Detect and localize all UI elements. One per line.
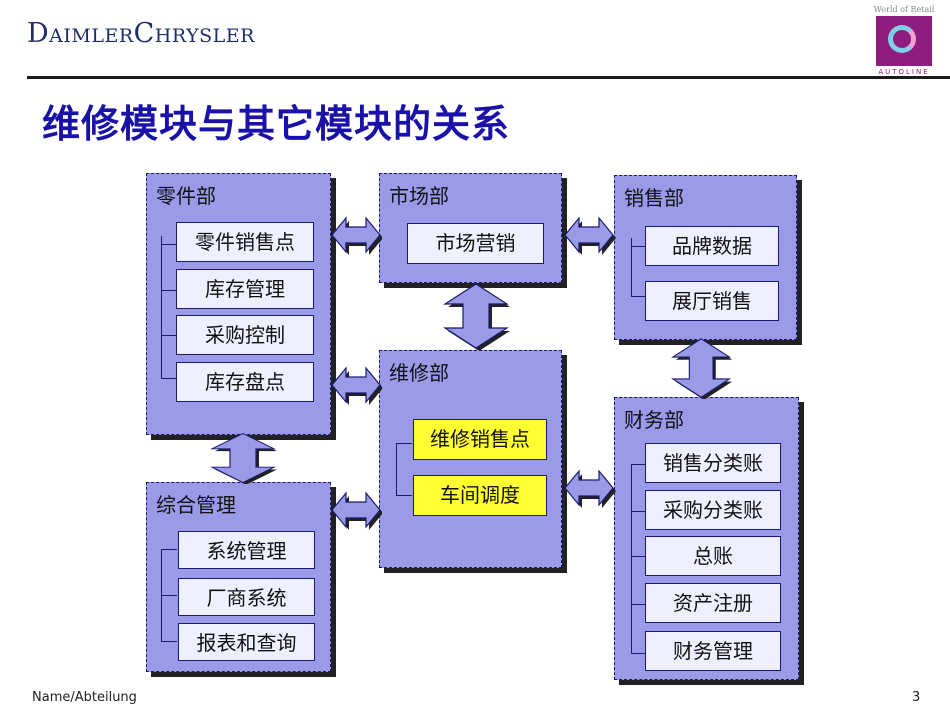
module-parts: 零件部 零件销售点 库存管理 采购控制 库存盘点 — [146, 173, 331, 435]
item-workshop-scheduling: 车间调度 — [413, 475, 547, 516]
item-inventory: 库存管理 — [176, 269, 314, 309]
module-finance: 财务部 销售分类账 采购分类账 总账 资产注册 财务管理 — [614, 397, 799, 680]
item-general-ledger: 总账 — [645, 536, 781, 576]
item-stocktake: 库存盘点 — [176, 362, 314, 402]
module-title: 市场部 — [389, 184, 449, 208]
item-showroom-sales: 展厅销售 — [645, 281, 779, 321]
market-service-arrow — [443, 283, 510, 350]
header-divider — [27, 76, 950, 79]
module-title: 维修部 — [389, 361, 449, 385]
module-admin: 综合管理 系统管理 厂商系统 报表和查询 — [146, 482, 331, 672]
item-purchasing: 采购控制 — [176, 315, 314, 355]
item-sales-ledger: 销售分类账 — [645, 443, 781, 483]
module-sales: 销售部 品牌数据 展厅销售 — [614, 175, 797, 340]
module-title: 综合管理 — [156, 493, 236, 517]
item-finance-management: 财务管理 — [645, 631, 781, 671]
module-market: 市场部 市场营销 — [379, 173, 562, 283]
item-service-pos: 维修销售点 — [413, 419, 547, 460]
page-number: 3 — [912, 690, 921, 705]
item-marketing: 市场营销 — [407, 223, 544, 264]
badge-tagline: World of Retail — [873, 5, 935, 14]
module-title: 销售部 — [624, 186, 684, 210]
sales-finance-arrow — [671, 338, 733, 399]
item-reports-queries: 报表和查询 — [178, 623, 315, 661]
market-sales-arrow — [564, 216, 616, 255]
item-parts-pos: 零件销售点 — [176, 222, 314, 262]
parts-service-arrow — [331, 366, 382, 405]
autoline-logo-icon — [876, 16, 932, 66]
item-purchase-ledger: 采购分类账 — [645, 490, 781, 530]
module-service: 维修部 维修销售点 车间调度 — [379, 350, 562, 568]
company-logo: DaimlerChrysler — [27, 18, 255, 49]
module-title: 财务部 — [624, 408, 684, 432]
parts-market-arrow — [331, 216, 382, 255]
footer-department: Name/Abteilung — [32, 690, 137, 705]
badge-brand: AUTOLINE — [878, 68, 930, 76]
slide-title: 维修模块与其它模块的关系 — [42, 102, 511, 146]
item-system-management: 系统管理 — [178, 531, 315, 569]
service-finance-arrow — [564, 469, 616, 508]
parts-admin-arrow — [210, 432, 277, 484]
item-asset-register: 资产注册 — [645, 583, 781, 623]
autoline-badge: World of Retail AUTOLINE — [866, 5, 942, 77]
item-vendor-system: 厂商系统 — [178, 578, 315, 616]
module-title: 零件部 — [156, 184, 216, 208]
item-brand-data: 品牌数据 — [645, 226, 779, 266]
admin-service-arrow — [331, 491, 382, 530]
